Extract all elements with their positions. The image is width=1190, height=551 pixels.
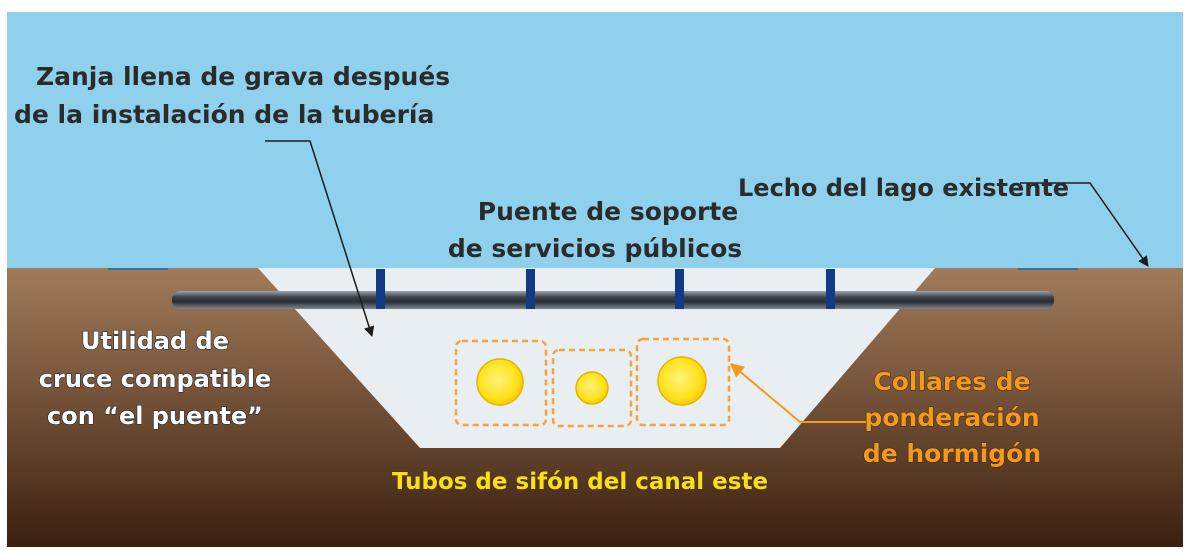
siphon-pipe-3	[657, 356, 707, 406]
trench-label-line2: de la instalación de la tubería	[14, 100, 434, 129]
crossing-label-line3: con “el puente”	[47, 402, 263, 430]
bridge-label-line2: de servicios públicos	[448, 234, 742, 263]
bridge-utility-pipe	[172, 291, 1054, 309]
bridge-label-line1: Puente de soporte	[478, 197, 738, 226]
support-post-1	[376, 269, 385, 309]
collars-label-line3: de hormigón	[863, 439, 1041, 468]
support-post-2	[526, 269, 535, 309]
trench-label-line1: Zanja llena de grava después	[36, 62, 450, 91]
siphon-pipe-2	[575, 371, 609, 405]
crossing-label-line1: Utilidad de	[81, 327, 229, 355]
lakebed-leader-arrow	[1020, 182, 1149, 267]
concrete-collar-2	[551, 348, 633, 428]
support-post-4	[826, 269, 835, 309]
trench-leader-arrow	[265, 140, 375, 338]
support-post-3	[675, 269, 684, 309]
concrete-collar-3	[635, 337, 731, 427]
lake-water	[7, 12, 1183, 270]
siphon-label: Tubos de sifón del canal este	[392, 469, 768, 495]
crossing-label-line2: cruce compatible	[39, 365, 272, 393]
lakebed-label: Lecho del lago existente	[738, 174, 1069, 202]
collars-label-line1: Collares de	[873, 367, 1030, 396]
gravel-trench	[258, 268, 935, 448]
collars-leader-arrow	[729, 363, 870, 423]
siphon-pipe-1	[476, 358, 524, 406]
collars-label-line2: ponderación	[864, 403, 1039, 432]
concrete-collar-1	[454, 339, 548, 427]
